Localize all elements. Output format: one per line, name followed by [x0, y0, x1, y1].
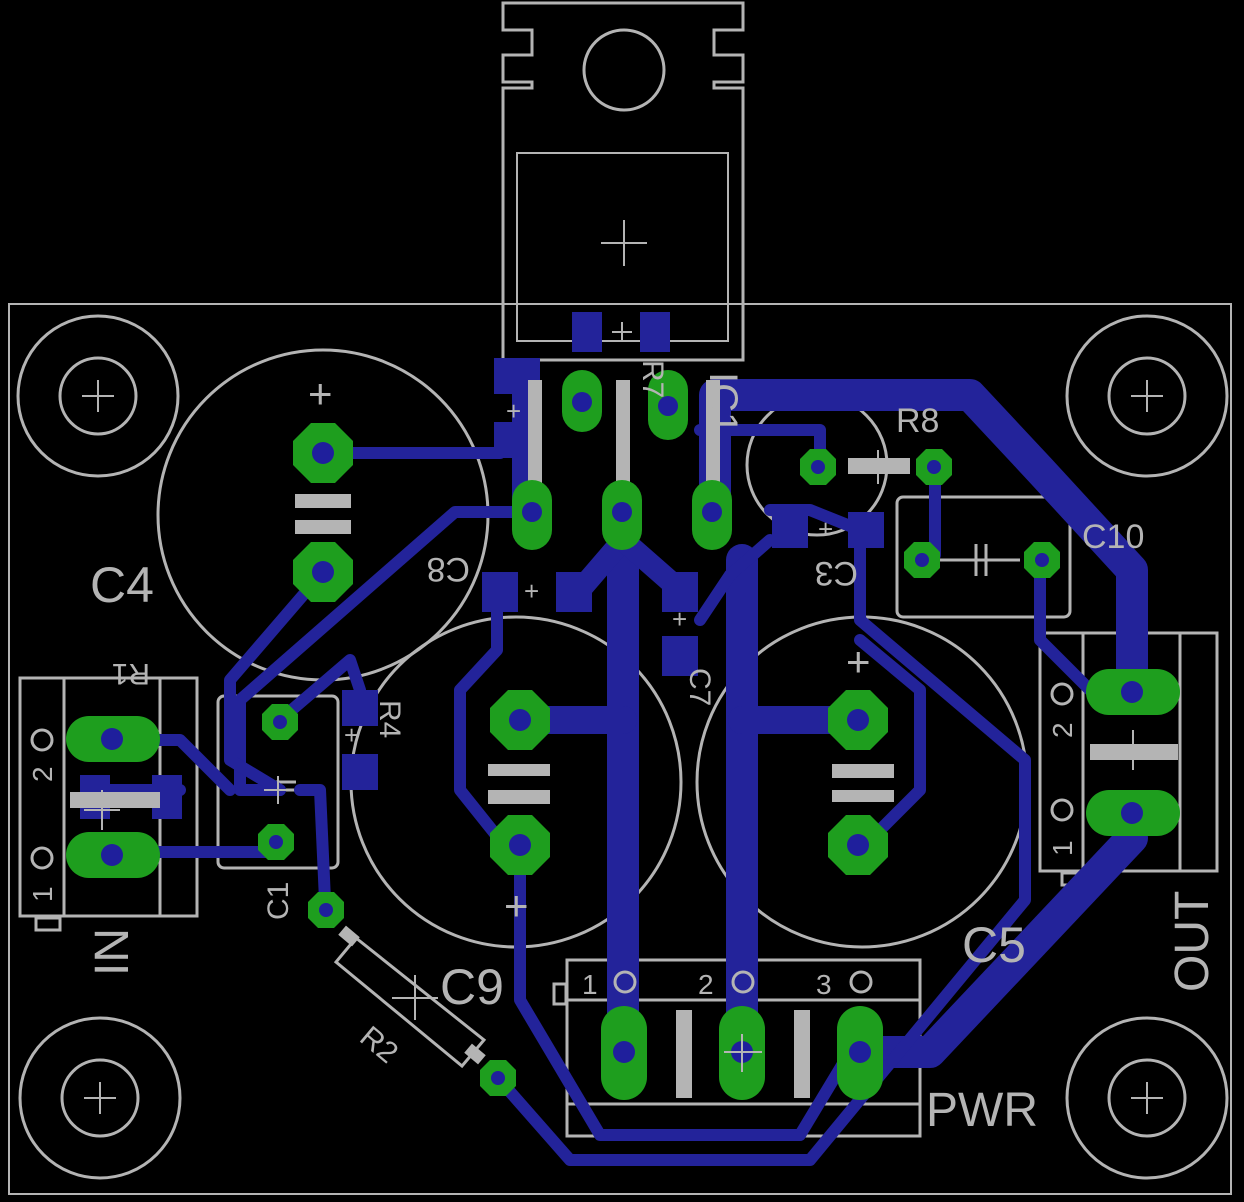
label-pin-3-pwr: 3	[816, 969, 832, 1000]
label-pin-1-in: 1	[27, 886, 58, 902]
crosshair-markers	[84, 322, 1153, 1072]
label-pin-1-pwr: 1	[582, 969, 598, 1000]
label-pin-1-out: 1	[1047, 840, 1078, 856]
label-pin-2-pwr: 2	[698, 969, 714, 1000]
label-plus-r7: +	[506, 396, 521, 426]
c10-outline	[895, 495, 1072, 619]
label-r8: R8	[896, 402, 939, 440]
label-c8: C8	[427, 550, 470, 588]
label-c4: C4	[90, 557, 154, 613]
mounting-hole-bottom-right	[1065, 1016, 1229, 1180]
label-plus-c7: +	[672, 604, 687, 634]
label-plus-c9: +	[504, 882, 529, 929]
smd-pads	[80, 312, 884, 819]
r2-outline	[333, 935, 487, 1069]
label-c5: C5	[962, 917, 1026, 973]
pin-markers	[30, 682, 1074, 994]
label-r4: R4	[373, 700, 406, 738]
label-r7: R7	[636, 360, 669, 398]
label-plus-c5: +	[846, 638, 871, 685]
regulator-outline	[501, 1, 745, 362]
mounting-hole-top-right	[1065, 314, 1229, 478]
label-c1: C1	[262, 882, 295, 920]
label-ic1: IC1	[701, 372, 745, 434]
mounting-hole-bottom-left	[18, 1016, 182, 1180]
mounting-hole-top-left	[16, 314, 180, 478]
label-c9: C9	[440, 959, 504, 1015]
label-plus-c8: +	[524, 576, 539, 606]
label-r2: R2	[354, 1020, 405, 1070]
label-pin-2-in: 2	[27, 766, 58, 782]
label-plus-r4: +	[344, 720, 359, 750]
label-plus-c4: +	[308, 370, 333, 417]
board-outline	[8, 303, 1232, 1195]
label-r1: R1	[112, 657, 150, 690]
label-c10: C10	[1082, 518, 1144, 556]
label-pwr: PWR	[926, 1084, 1038, 1137]
silkscreen-bars	[70, 380, 1178, 1098]
silkscreen-labels: C4 C8 C9 C5 C3 C7 C1 C10 R1 R2 R4 R7 R8 …	[27, 360, 1219, 1137]
label-plus-c3: +	[818, 514, 833, 544]
label-in: IN	[86, 928, 139, 976]
label-c7: C7	[683, 668, 716, 706]
label-pin-2-out: 2	[1047, 722, 1078, 738]
label-out: OUT	[1166, 891, 1219, 992]
label-c3: C3	[815, 554, 858, 592]
